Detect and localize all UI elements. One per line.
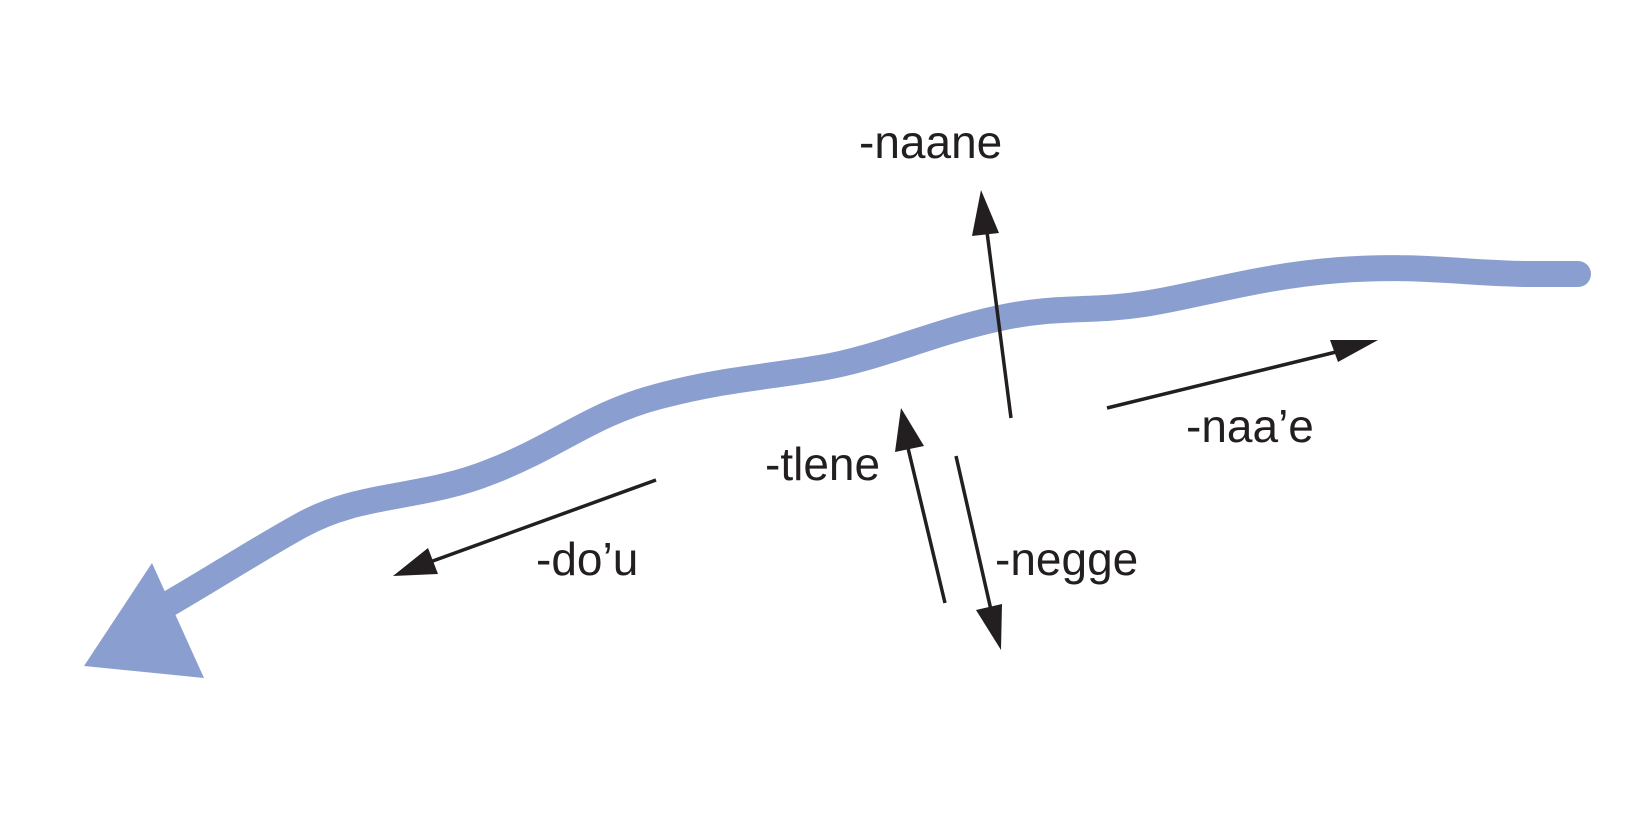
naane-arrowhead — [972, 190, 999, 236]
naae-arrowhead — [1330, 340, 1378, 362]
label-negge: -negge — [995, 533, 1138, 585]
tlene-arrowhead — [895, 408, 924, 452]
river-arrowhead — [84, 563, 204, 678]
label-naae: -naa’e — [1186, 400, 1314, 452]
dou-arrowhead — [393, 548, 438, 576]
river-line — [152, 255, 1591, 619]
label-dou: -do’u — [536, 533, 638, 585]
label-tlene: -tlene — [765, 438, 880, 490]
naae-arrow-shaft — [1106, 350, 1337, 410]
negge-arrow-shaft — [954, 455, 993, 611]
naane-arrow-shaft — [985, 231, 1013, 419]
tlene-arrow-shaft — [906, 447, 947, 604]
dou-arrow-shaft — [429, 478, 657, 564]
negge-arrowhead — [976, 604, 1002, 650]
label-naane: -naane — [859, 116, 1002, 168]
